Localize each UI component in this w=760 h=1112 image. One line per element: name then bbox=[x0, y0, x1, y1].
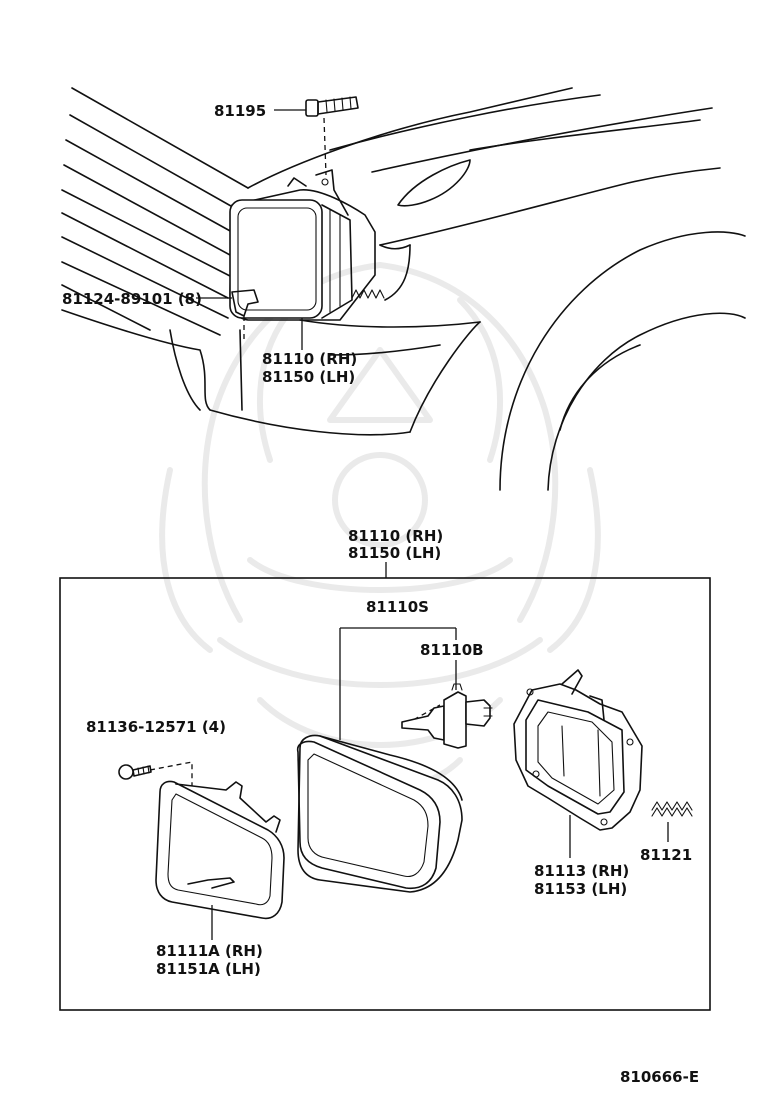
label-81113-rh: 81113 (RH) bbox=[534, 862, 629, 880]
leader-lines-box bbox=[211, 627, 669, 940]
label-81136-12571: 81136-12571 (4) bbox=[86, 718, 226, 736]
retaining-ring bbox=[155, 780, 285, 920]
label-81151A-lh: 81151A (LH) bbox=[156, 960, 261, 978]
screw-81136 bbox=[118, 761, 193, 786]
label-top-assembly-lh: 81150 (LH) bbox=[262, 368, 355, 386]
label-box-assembly-rh: 81110 (RH) bbox=[348, 527, 443, 545]
label-81124-89101: 81124-89101 (8) bbox=[62, 290, 202, 308]
exploded-view-frame bbox=[59, 577, 711, 1011]
mounting-bracket bbox=[513, 669, 643, 831]
vehicle-front-view bbox=[61, 87, 746, 491]
leader-lines-upper bbox=[196, 109, 306, 350]
label-81121: 81121 bbox=[640, 846, 692, 864]
label-81153-lh: 81153 (LH) bbox=[534, 880, 627, 898]
label-top-assembly-rh: 81110 (RH) bbox=[262, 350, 357, 368]
clip-81124 bbox=[231, 289, 259, 340]
label-81111A-rh: 81111A (RH) bbox=[156, 942, 263, 960]
label-box-assembly-lh: 81150 (LH) bbox=[348, 544, 441, 562]
bolt-81195 bbox=[305, 96, 359, 176]
sealed-beam-unit bbox=[296, 704, 463, 893]
label-81195: 81195 bbox=[214, 102, 266, 120]
halogen-bulb bbox=[401, 683, 493, 749]
label-81110S: 81110S bbox=[366, 598, 429, 616]
adjusting-spring bbox=[651, 801, 693, 817]
diagram-code: 810666-E bbox=[620, 1068, 699, 1086]
label-81110B: 81110B bbox=[420, 641, 484, 659]
